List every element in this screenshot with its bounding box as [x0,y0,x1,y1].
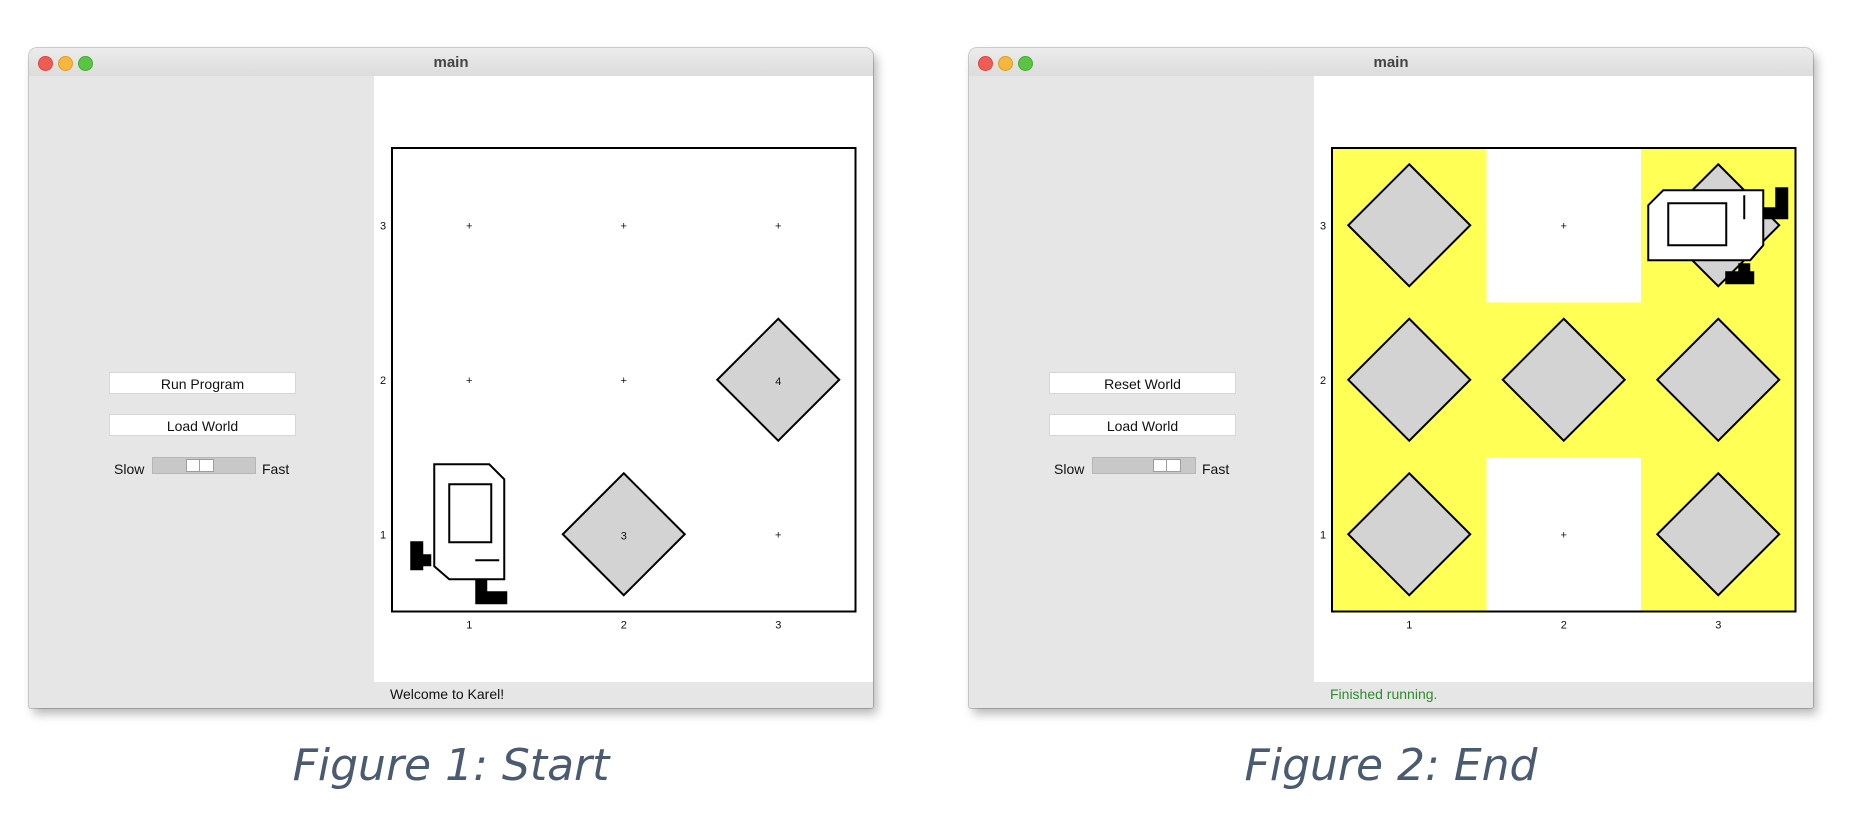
world-border [391,147,857,613]
window-title: main [433,54,469,71]
corner-marker: + [621,220,627,232]
beeper-icon [1346,162,1472,288]
beeper-icon [1346,471,1472,597]
speed-slider-thumb[interactable] [186,459,215,472]
load-world-button[interactable]: Load World [1049,414,1236,436]
karel-window-start: main Run Program Load World Slow Fast + +… [29,48,873,708]
y-axis-label: 2 [380,375,386,387]
speed-slider-thumb[interactable] [1153,459,1182,472]
corner-marker: + [775,529,781,541]
x-axis-label: 2 [621,620,627,632]
corner-marker: + [466,220,472,232]
reset-world-button[interactable]: Reset World [1049,372,1236,394]
fast-label: Fast [1202,461,1230,477]
control-panel: Reset World Load World Slow Fast [969,76,1314,682]
x-axis-label: 3 [1715,620,1721,632]
beeper-icon [1501,317,1627,443]
karel-right-foot [475,579,508,605]
y-axis-label: 1 [380,529,386,541]
corner-marker: + [775,220,781,232]
x-axis-label: 3 [775,620,781,632]
corner-marker: + [621,375,627,387]
corner-marker: + [1561,220,1567,232]
beeper-icon [1346,317,1472,443]
karel-left-foot [410,541,432,571]
minimize-dot-icon[interactable] [58,56,73,71]
karel-robot-icon [410,463,508,605]
status-bar: Finished running. [1314,682,1813,708]
y-axis-label: 3 [1320,220,1326,232]
status-bar: Welcome to Karel! [374,682,873,708]
speed-slider[interactable] [1092,457,1196,474]
speed-slider[interactable] [152,457,256,474]
x-axis-label: 1 [466,620,472,632]
karel-screen [448,483,493,544]
corner-marker: + [1561,529,1567,541]
figure-caption-start: Figure 1: Start [292,740,610,791]
beeper-icon [561,471,687,597]
x-axis-label: 2 [1561,620,1567,632]
karel-window-end: main Reset World Load World Slow Fast + +… [969,48,1813,708]
beeper-count-label: 4 [775,376,781,388]
run-program-button[interactable]: Run Program [109,372,296,394]
beeper-icon [1655,471,1781,597]
maximize-dot-icon[interactable] [78,56,93,71]
world-border [1331,147,1797,613]
x-axis-label: 1 [1406,620,1412,632]
fast-label: Fast [262,461,290,477]
slow-label: Slow [114,461,145,477]
beeper-icon [715,317,841,443]
karel-robot-icon [1647,187,1789,285]
beeper-count-label: 3 [621,530,627,542]
karel-left-foot [1725,263,1755,285]
slow-label: Slow [1054,461,1085,477]
minimize-dot-icon[interactable] [998,56,1013,71]
karel-right-foot [1763,187,1789,220]
y-axis-label: 3 [380,220,386,232]
window-title: main [1373,54,1409,71]
load-world-button[interactable]: Load World [109,414,296,436]
title-bar[interactable]: main [969,48,1813,77]
corner-marker: + [466,375,472,387]
control-panel: Run Program Load World Slow Fast [29,76,374,682]
karel-screen [1667,202,1728,247]
close-dot-icon[interactable] [978,56,993,71]
title-bar[interactable]: main [29,48,873,77]
y-axis-label: 1 [1320,529,1326,541]
y-axis-label: 2 [1320,375,1326,387]
maximize-dot-icon[interactable] [1018,56,1033,71]
close-dot-icon[interactable] [38,56,53,71]
figure-caption-end: Figure 2: End [1244,740,1538,791]
beeper-icon [1655,317,1781,443]
